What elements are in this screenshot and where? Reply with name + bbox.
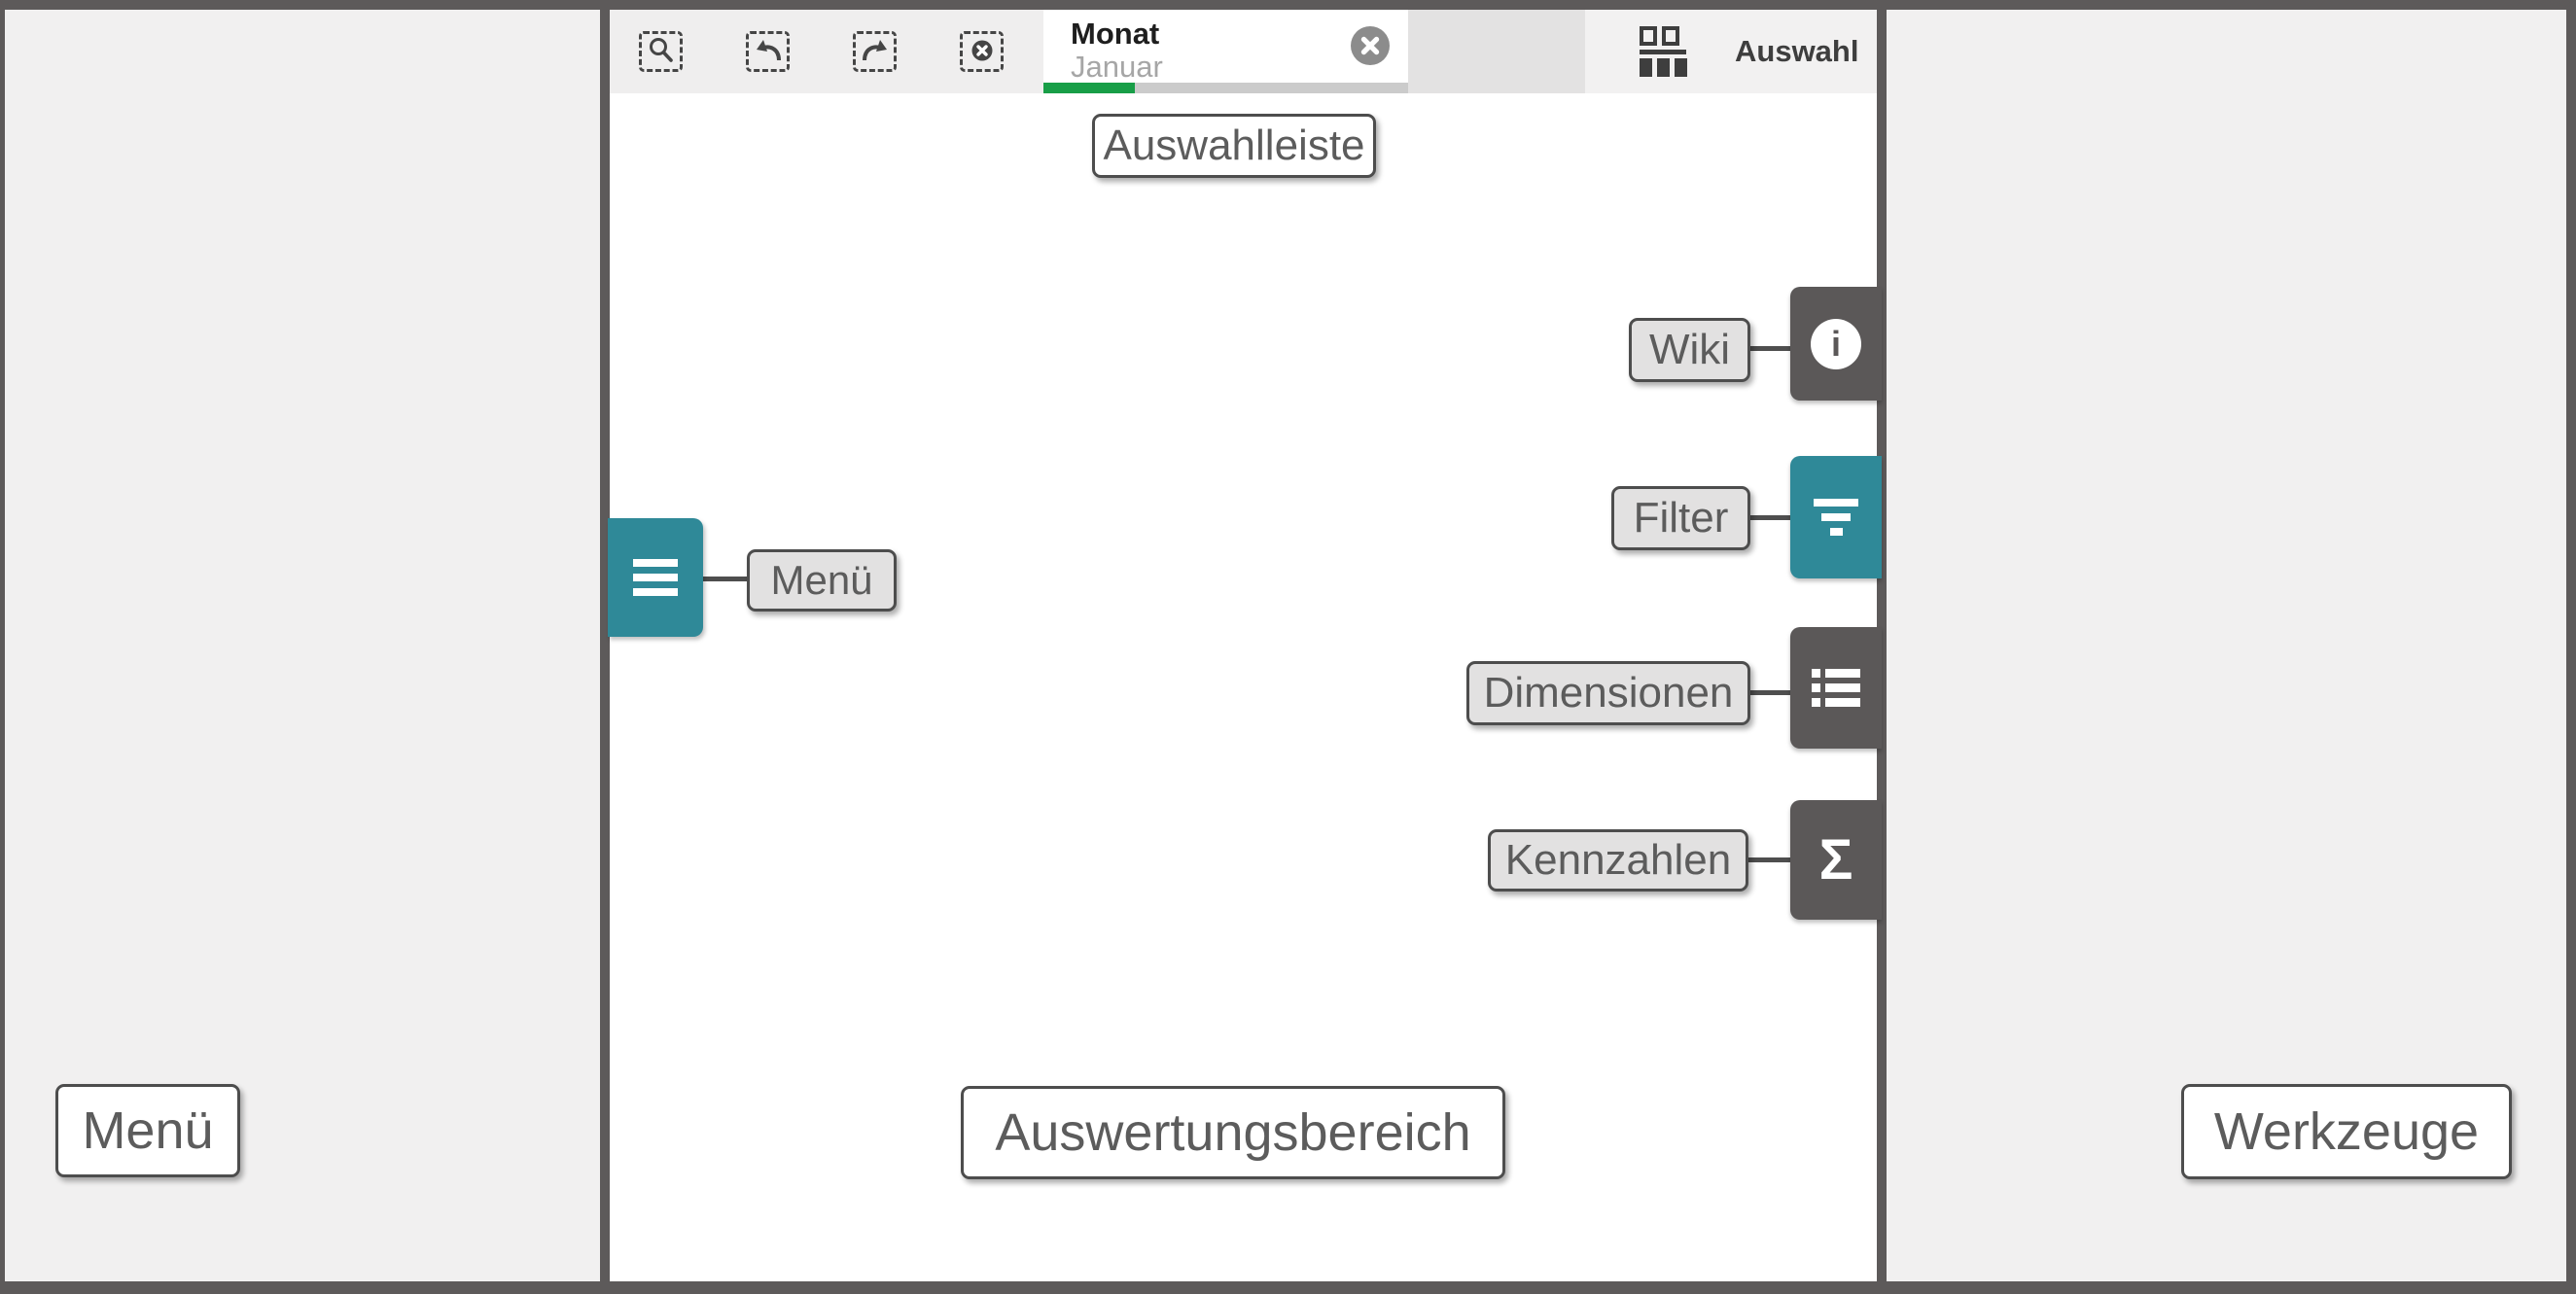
list-icon: [1812, 669, 1860, 707]
callout-measures: Kennzahlen: [1488, 829, 1748, 892]
selection-bar-spacer: [1408, 10, 1585, 93]
filter-progress-fill: [1043, 83, 1135, 93]
connector-measures: [1748, 857, 1793, 862]
selection-grid-icon: [1640, 26, 1687, 77]
filter-chip-monat[interactable]: Monat Januar: [1043, 10, 1408, 93]
selection-bar-actions: [610, 10, 1043, 93]
dimensions-button[interactable]: [1790, 627, 1882, 749]
callout-selection-bar: Auswahlleiste: [1092, 114, 1376, 178]
undo-selection-button[interactable]: [746, 31, 790, 72]
filter-chip-value: Januar: [1071, 50, 1163, 84]
auswahl-button-label: Auswahl: [1735, 34, 1859, 68]
callout-menu-button: Menü: [747, 549, 897, 612]
report-area-panel: Monat Januar: [610, 10, 1877, 1281]
close-icon: [1350, 26, 1391, 69]
connector-wiki: [1748, 346, 1793, 351]
filter-button[interactable]: [1790, 456, 1882, 578]
tools-panel: [1887, 10, 2566, 1281]
callout-wiki: Wiki: [1629, 318, 1750, 382]
redo-selection-button[interactable]: [853, 31, 897, 72]
auswahl-button[interactable]: Auswahl: [1585, 10, 1877, 93]
connector-menu: [703, 577, 748, 581]
magnifier-icon: [646, 35, 677, 69]
connector-filter: [1748, 515, 1793, 520]
info-icon-glyph: i: [1830, 323, 1841, 364]
label-menu-panel: Menü: [55, 1084, 240, 1177]
wiki-button[interactable]: i: [1790, 287, 1882, 401]
redo-arrow-icon: [860, 35, 891, 69]
label-report-area: Auswertungsbereich: [961, 1086, 1505, 1179]
filter-chip-title: Monat: [1071, 17, 1160, 51]
undo-arrow-icon: [753, 35, 784, 69]
x-circle-icon: [967, 35, 998, 69]
info-icon: i: [1811, 318, 1861, 369]
zoom-in-selection-button[interactable]: [639, 31, 683, 72]
selection-bar: Monat Januar: [610, 10, 1877, 93]
filter-chip-close-button[interactable]: [1350, 25, 1391, 66]
sigma-icon: Σ: [1818, 827, 1853, 892]
filter-progress-track: [1043, 83, 1408, 93]
clear-selection-button[interactable]: [960, 31, 1004, 72]
callout-filter: Filter: [1611, 486, 1750, 550]
filter-icon: [1814, 499, 1858, 536]
label-tools-panel: Werkzeuge: [2181, 1084, 2512, 1179]
menu-panel: [5, 10, 600, 1281]
hamburger-icon: [633, 559, 678, 596]
measures-button[interactable]: Σ: [1790, 800, 1882, 920]
callout-dimensions: Dimensionen: [1466, 661, 1750, 725]
menu-toggle-button[interactable]: [608, 518, 703, 637]
connector-dimensions: [1748, 690, 1793, 695]
